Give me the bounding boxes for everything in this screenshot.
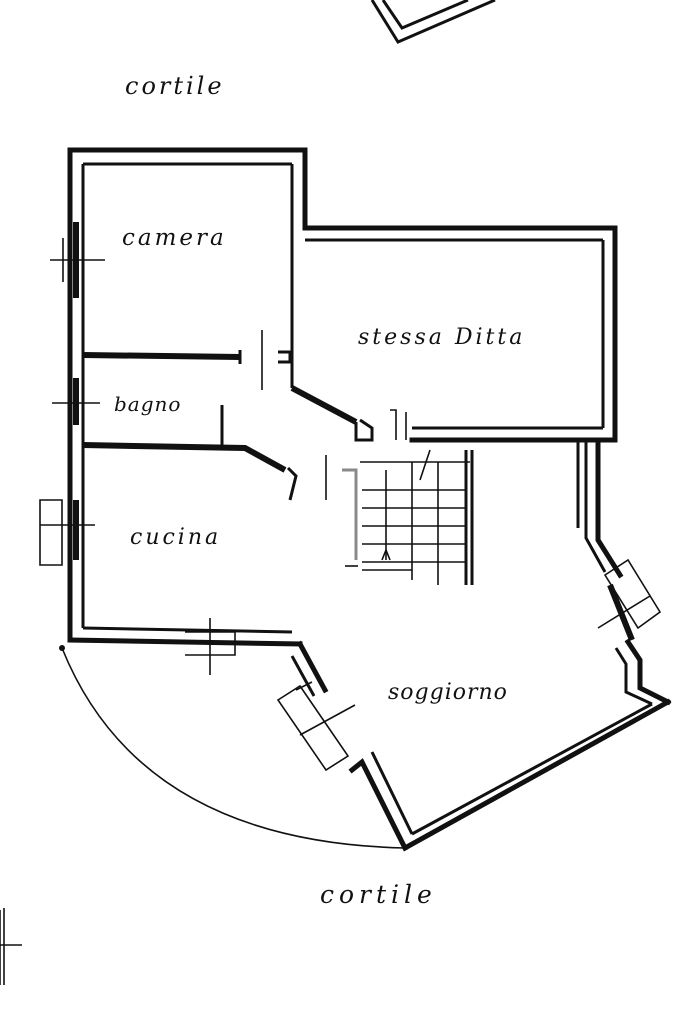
door-swing-arc bbox=[59, 645, 406, 849]
windows bbox=[0, 222, 662, 985]
courtyard-bottom-label: cortile bbox=[320, 880, 437, 909]
adjacent-building-corner bbox=[370, 0, 496, 44]
courtyard-top-label: cortile bbox=[125, 72, 225, 100]
exterior-walls bbox=[67, 147, 672, 852]
room-label-soggiorno: soggiorno bbox=[388, 680, 508, 705]
room-label-bagno: bagno bbox=[114, 392, 182, 416]
room-label-stessa-ditta: stessa Ditta bbox=[358, 325, 526, 350]
room-label-camera: camera bbox=[122, 225, 227, 251]
staircase bbox=[342, 449, 474, 585]
room-label-cucina: cucina bbox=[130, 525, 222, 550]
interior-walls bbox=[82, 330, 580, 528]
